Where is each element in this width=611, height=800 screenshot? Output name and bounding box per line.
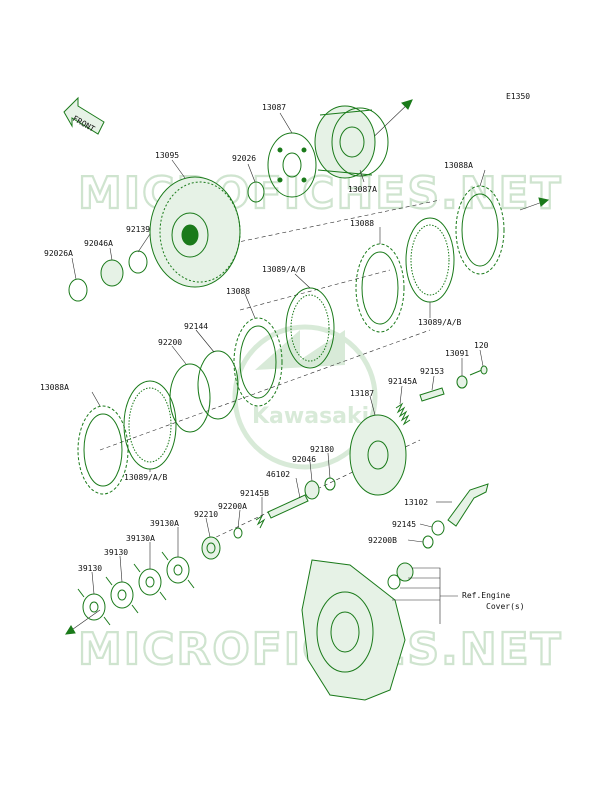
label-13088a-left: 13088A xyxy=(40,383,69,392)
label-13089ab-right: 13089/A/B xyxy=(418,318,462,327)
part-46102-pushrod xyxy=(267,494,309,519)
label-13187: 13187 xyxy=(350,389,374,398)
front-arrow-icon: FRONT xyxy=(63,96,105,135)
axis-arrowhead-bottom xyxy=(65,625,76,635)
brand-emblem: Kawasaki xyxy=(232,324,378,470)
part-39130-washer-1 xyxy=(105,576,139,614)
axis-arrowhead-top xyxy=(401,99,413,110)
part-92046a-bearing xyxy=(100,259,124,287)
label-92180: 92180 xyxy=(310,445,334,454)
label-13088-top: 13088 xyxy=(350,219,374,228)
guide-line-4 xyxy=(209,439,421,541)
label-92145: 92145 xyxy=(392,520,416,529)
label-92200: 92200 xyxy=(158,338,182,347)
label-13089ab-left: 13089/A/B xyxy=(124,473,168,482)
label-13102: 13102 xyxy=(404,498,428,507)
part-92210-seal xyxy=(201,536,221,560)
part-13089-steel-plate-right xyxy=(405,217,455,303)
guide-line-1 xyxy=(199,199,441,251)
part-92145a-spring xyxy=(395,402,411,426)
part-13102-lever xyxy=(447,483,489,527)
part-13087-plate xyxy=(267,132,317,198)
part-92026-washer xyxy=(247,181,265,203)
label-92200b: 92200B xyxy=(368,536,397,545)
guide-line-3 xyxy=(99,329,431,451)
label-13088a-top: 13088A xyxy=(444,161,473,170)
label-92046: 92046 xyxy=(292,455,316,464)
label-92026: 92026 xyxy=(232,154,256,163)
label-39130-1: 39130 xyxy=(104,548,128,557)
part-92046-bearing xyxy=(304,480,320,500)
label-92144: 92144 xyxy=(184,322,208,331)
watermark-top: MICROFICHES.NET xyxy=(78,168,563,219)
part-92200a-washer xyxy=(233,527,243,539)
part-13088a-friction-plate-top xyxy=(455,185,505,275)
engine-cover xyxy=(301,559,414,701)
label-92210: 92210 xyxy=(194,510,218,519)
label-92026a: 92026A xyxy=(44,249,73,258)
part-39130a-washer-2 xyxy=(133,563,167,601)
part-92180-shim xyxy=(324,477,336,491)
label-39130a-2: 39130A xyxy=(126,534,155,543)
label-13087a: 13087A xyxy=(348,185,377,194)
label-92145b: 92145B xyxy=(240,489,269,498)
axis-arrowhead-right xyxy=(538,197,550,207)
part-39130a-washer-1 xyxy=(161,551,195,589)
label-39130a-1: 39130A xyxy=(150,519,179,528)
part-13088-friction-plate-top xyxy=(355,243,405,333)
part-92144-spring-ring xyxy=(197,350,239,420)
brand-text: Kawasaki xyxy=(252,404,369,429)
label-39130-2: 39130 xyxy=(78,564,102,573)
part-13088a-friction-plate-left xyxy=(77,405,129,495)
diagram-code: E1350 xyxy=(506,92,530,101)
label-92046a: 92046A xyxy=(84,239,113,248)
part-13091-cap xyxy=(456,375,468,389)
part-13088-friction-plate-mid xyxy=(233,317,283,407)
label-92200a: 92200A xyxy=(218,502,247,511)
part-92139-sleeve xyxy=(128,250,148,274)
reference-bracket xyxy=(392,567,458,624)
label-13087: 13087 xyxy=(262,103,286,112)
label-ref-engine: Ref.Engine xyxy=(462,591,510,600)
label-92145a: 92145A xyxy=(388,377,417,386)
leader-lines xyxy=(71,112,486,595)
label-13091: 13091 xyxy=(445,349,469,358)
guide-line-2 xyxy=(239,269,391,311)
label-92153: 92153 xyxy=(420,367,444,376)
label-ref-cover: Cover(s) xyxy=(486,602,525,611)
part-92153-pin xyxy=(419,387,445,402)
part-92200b-washer xyxy=(422,535,434,549)
label-120: 120 xyxy=(474,341,489,350)
part-120-bolt xyxy=(469,365,488,376)
part-92145b-spring xyxy=(255,514,266,529)
label-13089ab-mid: 13089/A/B xyxy=(262,265,306,274)
part-13095-housing xyxy=(149,176,241,288)
label-46102: 46102 xyxy=(266,470,290,479)
part-39130-washer-2 xyxy=(77,588,111,626)
part-13087a-hub xyxy=(314,105,389,179)
label-92139: 92139 xyxy=(126,225,150,234)
part-92145-spring xyxy=(431,520,445,536)
part-92200-ring xyxy=(169,363,211,433)
part-92026a-washer xyxy=(68,278,88,302)
label-13095: 13095 xyxy=(155,151,179,160)
label-13088-mid: 13088 xyxy=(226,287,250,296)
part-13187-pressure-plate xyxy=(349,414,407,496)
